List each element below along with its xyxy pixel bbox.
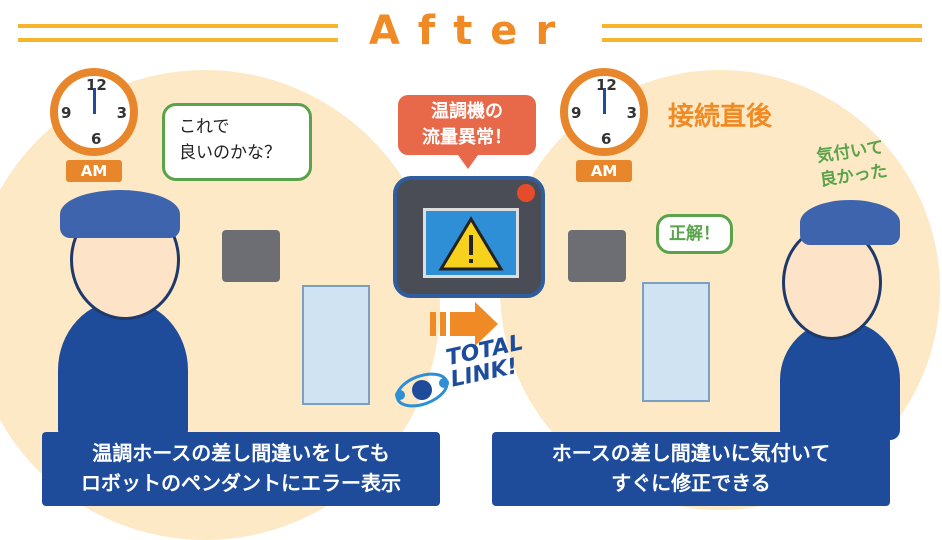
- clock-icon: 12 3 6 9: [560, 68, 648, 156]
- temperature-controller: [642, 282, 710, 402]
- arrow-right-icon: [430, 302, 498, 346]
- temperature-controller: [302, 285, 370, 405]
- thought-bubble: これで 良いのかな？: [162, 103, 312, 181]
- header-line: [602, 38, 922, 42]
- clock-icon: 12 3 6 9: [50, 68, 138, 156]
- left-caption: 温調ホースの差し間違いをしてもロボットのペンダントにエラー表示: [42, 432, 440, 506]
- pendant-screen: [423, 208, 519, 278]
- alert-bubble: 温調機の流量異常！: [398, 95, 536, 169]
- emergency-stop-icon: [517, 184, 535, 202]
- tank-icon: [222, 230, 280, 282]
- timing-label: 接続直後: [668, 102, 773, 132]
- am-badge: AM: [66, 160, 122, 182]
- relief-text: 気付いて 良かった: [815, 137, 889, 191]
- worker-body: [780, 320, 900, 440]
- warning-icon: [438, 216, 504, 271]
- total-link-logo-icon: [395, 372, 449, 408]
- am-badge: AM: [576, 160, 632, 182]
- header-line: [18, 38, 338, 42]
- tank-icon: [568, 230, 626, 282]
- cap-icon: [60, 190, 180, 238]
- page-title: After: [368, 8, 574, 54]
- right-caption: ホースの差し間違いに気付いてすぐに修正できる: [492, 432, 890, 506]
- header-line: [18, 24, 338, 28]
- teach-pendant: [393, 176, 545, 298]
- cap-icon: [800, 200, 900, 245]
- header-line: [602, 24, 922, 28]
- worker-body: [58, 300, 188, 440]
- speech-bubble: 正解！: [656, 214, 733, 254]
